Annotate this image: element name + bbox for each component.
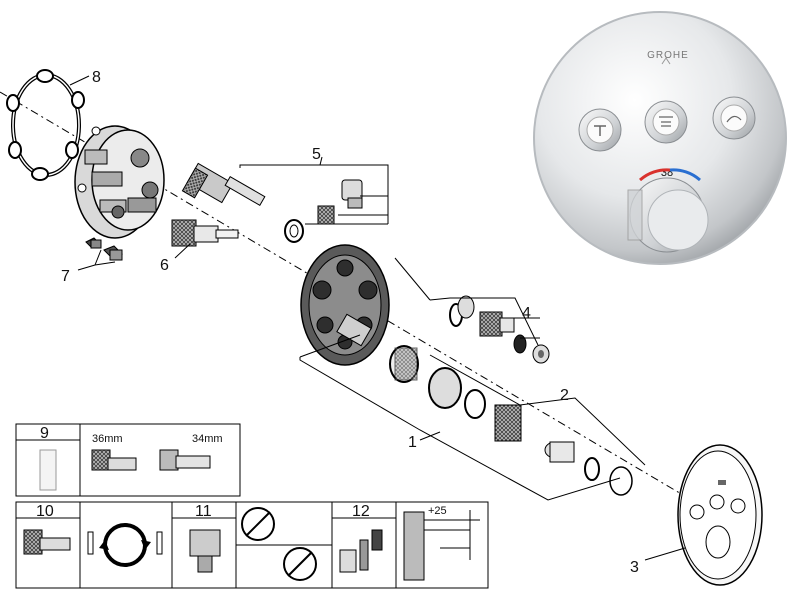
service-box-9	[15, 423, 241, 497]
button-rain-shower	[644, 100, 688, 144]
part-6-cartridge	[171, 219, 239, 259]
part-4-diverter-set	[429, 295, 550, 364]
box-12-tools	[339, 529, 383, 573]
box-12-install-depth	[403, 510, 480, 581]
box-10-label: 10	[36, 503, 54, 520]
valve-body	[74, 125, 165, 239]
callout-6: 6	[160, 257, 169, 274]
box-12-label: 12	[352, 503, 370, 520]
callout-5: 5	[312, 146, 321, 163]
box-11-part	[189, 529, 221, 573]
box-11-no-grease-icon	[241, 507, 317, 581]
mounting-plate	[299, 244, 431, 366]
callout-8: 8	[92, 69, 101, 86]
box-9-cartridge-34	[159, 449, 211, 471]
callout-3: 3	[630, 559, 639, 576]
service-box-12	[331, 501, 489, 589]
thermostat-knob: 38	[627, 167, 709, 253]
part-7-plugs	[77, 237, 123, 271]
box-11-label: 11	[195, 503, 212, 520]
callout-2: 2	[560, 387, 569, 404]
brand-logo: GROHE	[647, 50, 689, 61]
part-1-2-sleeve-set	[299, 345, 646, 501]
box-12-plus25: +25	[428, 505, 447, 517]
box-9-size-34: 34mm	[192, 433, 223, 445]
part-3-cover-plate	[644, 444, 763, 586]
box-10-temperature-cycle-icon	[87, 523, 163, 567]
part-5-cartridge-set	[181, 156, 389, 243]
callout-1: 1	[408, 434, 417, 451]
box-9-label: 9	[40, 425, 49, 442]
product-photo: GROHE 38	[533, 11, 787, 265]
callout-7: 7	[61, 268, 70, 285]
box-10-cartridge	[23, 529, 71, 555]
callout-4: 4	[522, 305, 531, 322]
button-tub-filler	[578, 108, 622, 152]
part-8-seal-ring	[6, 69, 85, 181]
callout-labels: 8 5 7 6 4 2 1 3	[61, 69, 639, 576]
box-9-tube	[39, 449, 57, 491]
button-hand-shower	[712, 96, 756, 140]
box-9-size-36: 36mm	[92, 433, 123, 445]
box-9-cartridge-36	[91, 449, 137, 471]
